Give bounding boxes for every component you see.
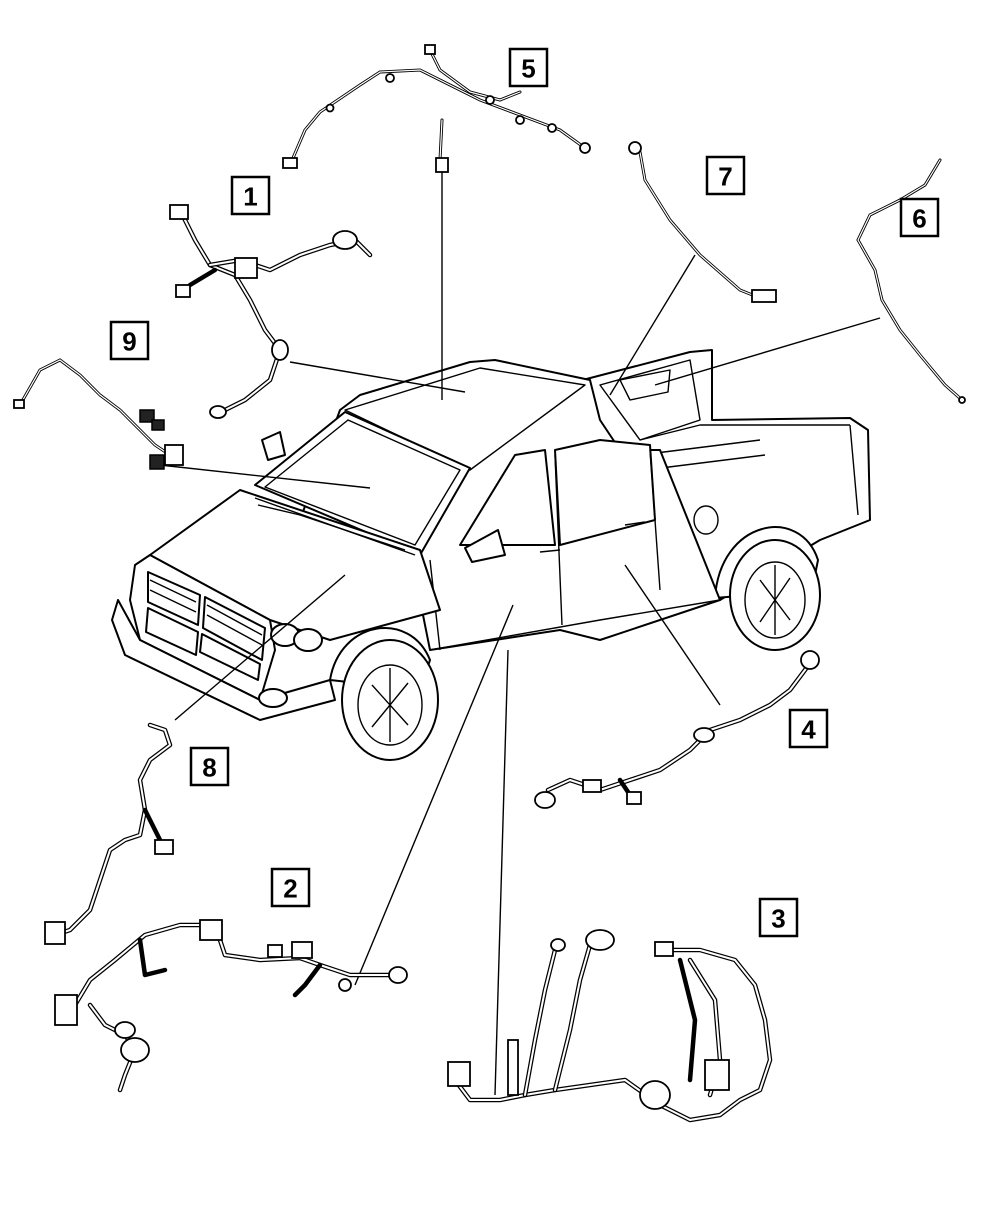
harness-9 xyxy=(13,358,184,470)
harness-body-3 xyxy=(447,929,773,1123)
harness-headlamp-8 xyxy=(44,722,174,945)
callout-5: 5 xyxy=(508,47,549,88)
callout-4: 4 xyxy=(788,708,829,749)
leader-lines xyxy=(159,172,881,1096)
callout-label: 9 xyxy=(122,327,136,357)
callout-label: 4 xyxy=(801,715,816,745)
pickup-truck-illustration xyxy=(111,349,871,761)
callout-6: 6 xyxy=(899,197,940,238)
callout-8: 8 xyxy=(189,746,230,787)
callout-7: 7 xyxy=(705,155,746,196)
callout-label: 6 xyxy=(912,204,926,234)
callout-2: 2 xyxy=(270,867,311,908)
callout-label: 1 xyxy=(243,182,257,212)
callout-label: 2 xyxy=(283,874,297,904)
harness-header-5 xyxy=(282,44,591,173)
callout-9: 9 xyxy=(109,320,150,361)
callout-label: 7 xyxy=(718,162,732,192)
callout-1: 1 xyxy=(230,175,271,216)
harness-instrument-panel-1 xyxy=(169,204,373,419)
harness-rear-door-4 xyxy=(534,650,820,809)
callout-label: 8 xyxy=(202,753,216,783)
harness-6 xyxy=(856,158,966,404)
harness-7 xyxy=(628,141,777,303)
callout-label: 3 xyxy=(771,904,785,934)
callout-label: 5 xyxy=(521,54,535,84)
harness-front-door-2 xyxy=(54,919,408,1093)
callout-3: 3 xyxy=(758,897,799,938)
